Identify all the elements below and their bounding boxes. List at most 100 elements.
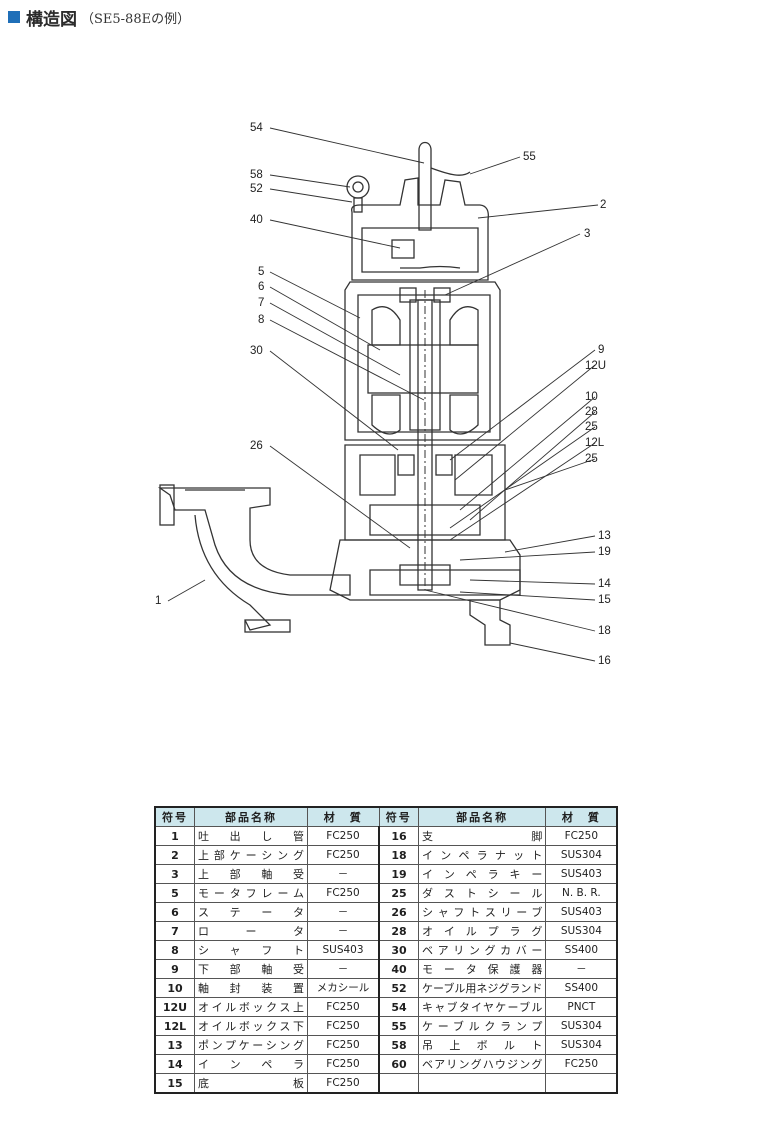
part-number-left: 15 — [154, 1073, 195, 1094]
part-material-left: メカシール — [307, 978, 380, 998]
part-name-left: 下 部 軸 受 — [194, 959, 308, 979]
part-material-right: SUS304 — [545, 1035, 618, 1055]
part-number-left: 10 — [154, 978, 195, 998]
part-material-right: N. B. R. — [545, 883, 618, 903]
part-number-right: 54 — [378, 997, 419, 1017]
part-name-left: シ ャ フ ト — [194, 940, 308, 960]
part-material-left: FC250 — [307, 845, 380, 865]
part-number-right: 28 — [378, 921, 419, 941]
part-material-left: SUS403 — [307, 940, 380, 960]
part-name-right: オイルプラグ — [417, 921, 547, 941]
title-square-icon — [8, 11, 20, 23]
part-material-right: FC250 — [545, 826, 618, 846]
part-name-left: ポンプケーシング — [194, 1035, 308, 1055]
part-name-left: 軸 封 装 置 — [194, 978, 308, 998]
part-number-right — [378, 1073, 419, 1094]
part-material-right: SUS304 — [545, 845, 618, 865]
part-number-left: 12U — [154, 997, 195, 1017]
part-number-left: 1 — [154, 826, 195, 846]
eye-bolt-shape — [346, 175, 370, 199]
part-number-right: 52 — [378, 978, 419, 998]
part-material-left: － — [307, 921, 380, 941]
part-number-right: 60 — [378, 1054, 419, 1074]
part-material-right: SUS403 — [545, 864, 618, 884]
foot-shape — [469, 599, 511, 646]
callout-25b: 25 — [585, 453, 598, 465]
upper-casing-shape — [351, 177, 489, 281]
part-number-left: 2 — [154, 845, 195, 865]
part-material-right: SUS403 — [545, 902, 618, 922]
part-name-left: 上部ケーシング — [194, 845, 308, 865]
title-subtitle: （SE5-88Eの例） — [81, 11, 191, 27]
part-number-left: 6 — [154, 902, 195, 922]
part-number-left: 8 — [154, 940, 195, 960]
part-number-left: 7 — [154, 921, 195, 941]
page-title: 構造図 （SE5-88Eの例） — [8, 6, 191, 30]
pump-structure-diagram: 54 55 58 52 2 40 3 5 6 7 8 30 9 12U 10 2… — [155, 122, 611, 667]
part-material-right — [545, 1073, 618, 1094]
part-number-left: 9 — [154, 959, 195, 979]
cable-shape — [418, 141, 432, 231]
part-name-left: ロ ー タ — [194, 921, 308, 941]
part-number-right: 55 — [378, 1016, 419, 1036]
part-material-right: SS400 — [545, 978, 618, 998]
callout-15: 15 — [598, 594, 611, 606]
part-material-right: － — [545, 959, 618, 979]
part-material-right: SS400 — [545, 940, 618, 960]
motor-frame-shape — [344, 281, 501, 441]
part-material-left: － — [307, 959, 380, 979]
part-name-left: 上 部 軸 受 — [194, 864, 308, 884]
callout-26: 26 — [250, 440, 263, 452]
stator-shape — [367, 344, 479, 394]
part-number-right: 18 — [378, 845, 419, 865]
callout-9: 9 — [598, 344, 604, 356]
header-name-right: 部品名称 — [417, 806, 547, 827]
callout-16: 16 — [598, 655, 611, 667]
part-number-left: 14 — [154, 1054, 195, 1074]
header-no-left: 符号 — [154, 806, 195, 827]
part-name-right: ベアリングカバー — [417, 940, 547, 960]
callout-19: 19 — [598, 546, 611, 558]
part-name-right: ケーブル用ネジグランド — [417, 978, 547, 998]
part-name-right: モータ保護器 — [417, 959, 547, 979]
callout-54: 54 — [250, 122, 263, 134]
part-name-right: インペラキー — [417, 864, 547, 884]
part-name-left: 吐 出 し 管 — [194, 826, 308, 846]
part-number-left: 12L — [154, 1016, 195, 1036]
part-name-right — [417, 1073, 547, 1094]
part-name-left: オイルボックス下 — [194, 1016, 308, 1036]
part-material-left: － — [307, 902, 380, 922]
part-material-left: FC250 — [307, 1035, 380, 1055]
part-number-right: 19 — [378, 864, 419, 884]
callout-8: 8 — [258, 314, 264, 326]
part-material-left: FC250 — [307, 1016, 380, 1036]
part-name-right: ケーブルクランプ — [417, 1016, 547, 1036]
callout-3: 3 — [584, 228, 590, 240]
part-name-right: ダストシール — [417, 883, 547, 903]
discharge-pipe-shape — [157, 487, 351, 596]
header-material-right: 材 質 — [545, 806, 618, 827]
part-number-right: 16 — [378, 826, 419, 846]
callout-6: 6 — [258, 281, 264, 293]
part-material-left: FC250 — [307, 997, 380, 1017]
part-material-left: FC250 — [307, 1073, 380, 1094]
callout-labels: 54 55 58 52 2 40 3 5 6 7 8 30 9 12U 10 2… — [155, 122, 611, 667]
part-material-right: FC250 — [545, 1054, 618, 1074]
part-name-right: インペラナット — [417, 845, 547, 865]
callout-28: 28 — [585, 406, 598, 418]
callout-55: 55 — [523, 151, 536, 163]
part-number-right: 58 — [378, 1035, 419, 1055]
part-number-left: 3 — [154, 864, 195, 884]
callout-12U: 12U — [585, 360, 606, 372]
callout-14: 14 — [598, 578, 611, 590]
table-header-row: 符号 部品名称 材 質 符号 部品名称 材 質 — [154, 806, 618, 827]
